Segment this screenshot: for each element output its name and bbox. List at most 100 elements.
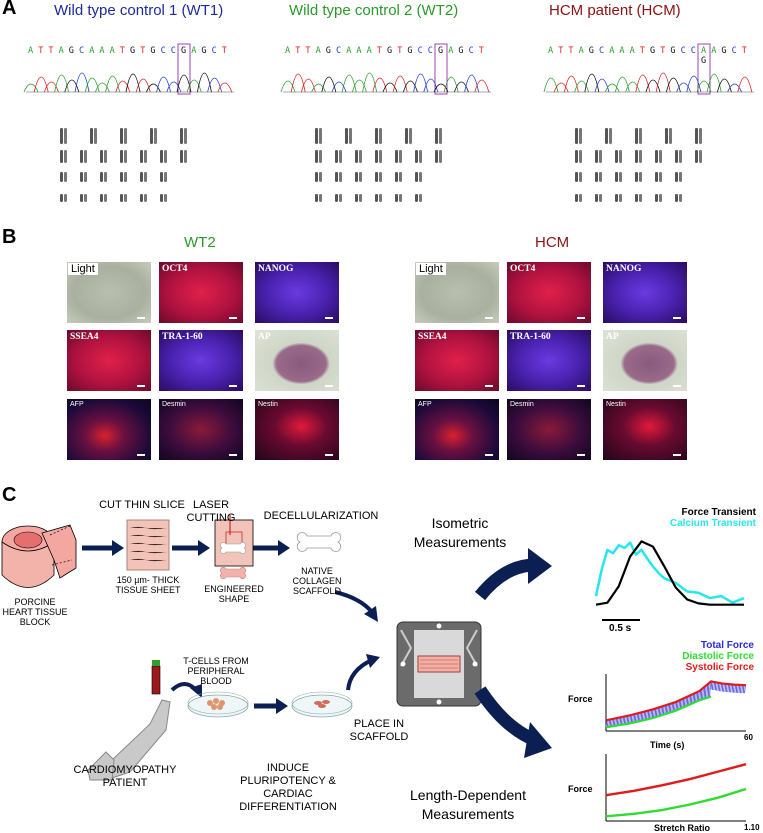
chromosome <box>315 128 318 144</box>
base-call-letter: T <box>479 46 484 56</box>
stain-image-light: Light <box>67 262 151 323</box>
base-call-letter: A <box>346 46 351 56</box>
stain-image-afp: AFP <box>67 399 151 460</box>
chromatogram-peak <box>135 78 151 93</box>
chromatogram-peak <box>207 77 222 93</box>
base-call-letter: T <box>38 46 43 56</box>
stain-label: AFP <box>70 401 84 408</box>
scale-bar <box>325 385 333 387</box>
chromosome <box>419 172 422 182</box>
chromatogram-peak <box>686 75 702 93</box>
chromosome <box>615 172 618 182</box>
chromatogram-peak <box>423 78 439 93</box>
chromosome <box>655 172 658 182</box>
chromosome <box>349 128 352 144</box>
panel-b-letter: B <box>2 226 17 248</box>
chromosome <box>355 150 358 163</box>
step-induce-label: INDUCE PLURIPOTENCY & CARDIAC DIFFERENTI… <box>239 762 337 813</box>
chromosome <box>595 172 598 182</box>
chromosome <box>375 172 378 182</box>
base-call-letter: T <box>295 46 300 56</box>
stain-label: NANOG <box>258 264 294 274</box>
chromatogram-peak <box>125 73 141 93</box>
chromosome <box>60 150 63 163</box>
chromosome <box>60 128 63 144</box>
base-call-letter: T <box>222 46 227 56</box>
chromosome <box>575 128 578 144</box>
chromosome <box>599 194 602 202</box>
chromosome <box>120 172 123 182</box>
chromatogram-peak <box>655 72 671 93</box>
chromosome <box>635 172 638 182</box>
chromatogram-peak <box>717 78 732 93</box>
chromatogram-peak <box>186 79 202 93</box>
bioreactor-illustration <box>396 621 482 707</box>
chromatogram-peak <box>146 83 161 93</box>
chromosome <box>619 150 622 163</box>
scale-bar <box>325 317 333 319</box>
stain-label: Desmin <box>510 401 534 408</box>
base-call-letter: T <box>742 46 747 56</box>
stain-image-tra-1-60: TRA-1-60 <box>159 330 243 391</box>
chromosome <box>80 150 83 163</box>
stain-image-oct4: OCT4 <box>507 262 591 323</box>
chromosome <box>395 150 398 163</box>
force-time-xtick: 60 <box>744 733 753 742</box>
chromatogram-peak <box>604 83 620 93</box>
chromosome <box>180 150 183 163</box>
length-dependent-title: Length-Dependent Measurements <box>410 787 526 822</box>
chromosome <box>335 194 338 202</box>
chromosome <box>124 128 127 144</box>
chromosome <box>80 172 83 182</box>
force-time-chart <box>605 674 747 732</box>
stain-image-oct4: OCT4 <box>159 262 243 323</box>
chromatogram-peak <box>44 81 59 93</box>
chromosome <box>124 194 127 202</box>
chromosome <box>319 194 322 202</box>
force-stretch-xlabel: Stretch Ratio <box>654 823 711 833</box>
chromosome <box>395 172 398 182</box>
chromosome <box>665 128 668 144</box>
scale-bar <box>137 317 145 319</box>
chromosome <box>679 194 682 202</box>
karyotypes <box>60 128 702 202</box>
chromatogram-peak <box>696 80 712 93</box>
chromosome <box>635 194 638 202</box>
chromosome <box>64 194 67 202</box>
chromosome <box>60 172 63 182</box>
base-call-letter: T <box>305 46 310 56</box>
chromosome <box>595 150 598 163</box>
base-call-letter: A <box>711 46 716 56</box>
stain-label: TRA-1-60 <box>162 332 203 342</box>
chromosome <box>319 128 322 144</box>
chromatogram-peak <box>403 80 418 93</box>
base-call-letter: T <box>558 46 563 56</box>
chromosome <box>415 194 418 202</box>
stain-label: AP <box>258 332 271 342</box>
base-call-letter: G <box>407 46 412 56</box>
base-call-letter: C <box>161 46 166 56</box>
chromosome <box>575 150 578 163</box>
force-time-xlabel: Time (s) <box>650 740 685 750</box>
chromosome <box>695 150 698 163</box>
base-call-letter: T <box>660 46 665 56</box>
chromosome <box>100 172 103 182</box>
scale-bar <box>485 385 493 387</box>
chromosome <box>699 150 702 163</box>
chromosome <box>90 128 93 144</box>
chromosome <box>144 194 147 202</box>
base-call-letter: G <box>326 46 331 56</box>
chromosome <box>315 194 318 202</box>
chromosome <box>679 172 682 182</box>
legend-total-force: Total Force <box>700 640 754 651</box>
scale-bar <box>673 317 681 319</box>
chromosome <box>379 194 382 202</box>
chromosome <box>659 194 662 202</box>
scale-bar <box>325 454 333 456</box>
chromatogram-peak <box>166 81 182 93</box>
chromatogram-peak <box>311 83 326 93</box>
chromosome <box>435 150 438 163</box>
chromosome <box>355 194 358 202</box>
stain-image-ap: AP <box>603 330 687 391</box>
chromosome <box>405 128 408 144</box>
